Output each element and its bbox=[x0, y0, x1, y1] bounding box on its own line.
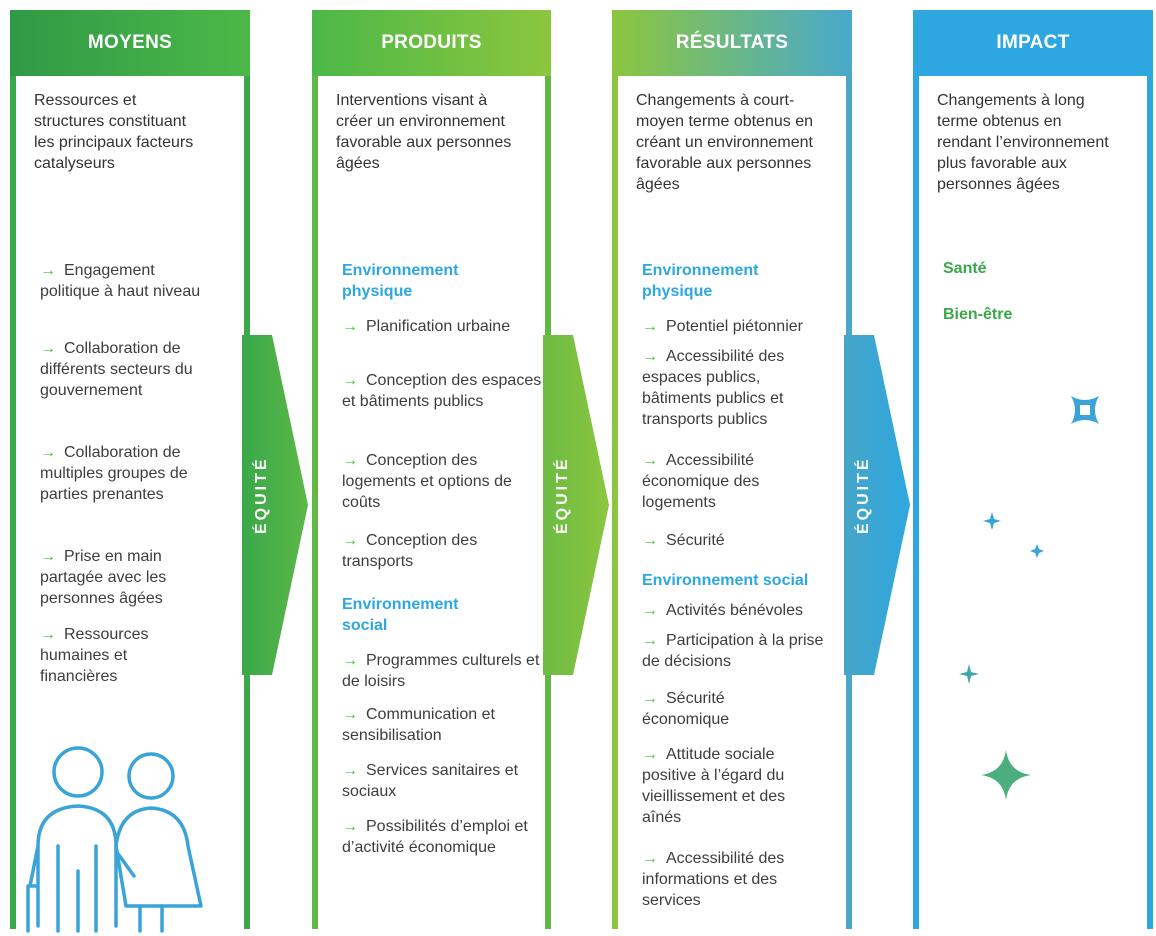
list-item: →Sécurité économique bbox=[642, 690, 730, 728]
column-body-produits: Interventions visant à créer un environn… bbox=[318, 76, 545, 929]
arrow-right-icon: → bbox=[342, 318, 358, 335]
column-impact: IMPACT Changements à long terme obtenus … bbox=[913, 10, 1153, 929]
column-title-produits: PRODUITS bbox=[312, 10, 551, 76]
equity-arrow-2: ÉQUITÉ bbox=[543, 335, 611, 675]
column-moyens: MOYENS Ressources et structures constitu… bbox=[10, 10, 250, 933]
list-item: →Collaboration de différents secteurs du… bbox=[40, 340, 193, 399]
arrow-right-icon: → bbox=[342, 818, 358, 835]
list-item: →Ressources humaines et financières bbox=[40, 626, 149, 685]
arrow-right-icon: → bbox=[40, 262, 56, 279]
sparkle-icon bbox=[959, 664, 979, 684]
column-body-moyens: Ressources et structures constituant les… bbox=[16, 76, 244, 933]
arrow-right-icon: → bbox=[642, 746, 658, 763]
impact-bien-etre: Bien-être bbox=[943, 306, 1013, 323]
column-body-resultats: Changements à court-moyen terme obtenus … bbox=[618, 76, 846, 929]
arrow-right-icon: → bbox=[40, 626, 56, 643]
list-item: →Attitude sociale positive à l’égard du … bbox=[642, 746, 786, 826]
list-item: →Collaboration de multiples groupes de p… bbox=[40, 444, 188, 503]
list-item: →Engagement politique à haut niveau bbox=[40, 262, 201, 300]
list-item: →Accessibilité des espaces publics, bâti… bbox=[642, 348, 785, 428]
arrow-right-icon: → bbox=[642, 602, 658, 619]
list-item: →Sécurité bbox=[642, 532, 725, 549]
arrow-right-icon: → bbox=[40, 548, 56, 565]
description-impact: Changements à long terme obtenus en rend… bbox=[937, 92, 1109, 193]
list-item: →Potentiel piétonnier bbox=[642, 318, 803, 335]
heading-environnement-social: Environnement social bbox=[342, 596, 459, 634]
list-item: →Accessibilité des informations et des s… bbox=[642, 850, 785, 909]
list-item: →Programmes culturels et de loisirs bbox=[342, 652, 540, 690]
sparkle-icon bbox=[983, 512, 1001, 530]
impact-sante: Santé bbox=[943, 260, 987, 277]
arrow-right-icon: → bbox=[40, 444, 56, 461]
column-resultats: RÉSULTATS Changements à court-moyen term… bbox=[612, 10, 852, 929]
arrow-right-icon: → bbox=[342, 532, 358, 549]
list-item: →Services sanitaires et sociaux bbox=[342, 762, 519, 800]
column-title-moyens: MOYENS bbox=[10, 10, 250, 76]
column-title-resultats: RÉSULTATS bbox=[612, 10, 852, 76]
equity-arrow-3: ÉQUITÉ bbox=[844, 335, 912, 675]
arrow-right-icon: → bbox=[642, 850, 658, 867]
list-item: →Communication et sensibilisation bbox=[342, 706, 495, 744]
heading-environnement-physique: Environnement physique bbox=[642, 262, 759, 300]
list-item: →Prise en main partagée avec les personn… bbox=[40, 548, 167, 607]
column-title-impact: IMPACT bbox=[913, 10, 1153, 76]
description-moyens: Ressources et structures constituant les… bbox=[34, 92, 194, 172]
list-item: →Possibilités d’emploi et d’activité éco… bbox=[342, 818, 528, 856]
sparkle-icon bbox=[1069, 394, 1101, 426]
arrow-right-icon: → bbox=[642, 452, 658, 469]
description-produits: Interventions visant à créer un environn… bbox=[336, 92, 512, 172]
list-item: →Conception des logements et options de … bbox=[342, 452, 512, 511]
equity-label-2: ÉQUITÉ bbox=[554, 456, 571, 534]
list-item: →Conception des espaces et bâtiments pub… bbox=[342, 372, 542, 410]
heading-environnement-physique: Environnement physique bbox=[342, 262, 459, 300]
sparkle-icon bbox=[1030, 544, 1044, 558]
elderly-couple-icon bbox=[16, 736, 216, 936]
arrow-right-icon: → bbox=[342, 706, 358, 723]
arrow-right-icon: → bbox=[642, 348, 658, 365]
list-item: →Participation à la prise de décisions bbox=[642, 632, 824, 670]
arrow-right-icon: → bbox=[342, 762, 358, 779]
arrow-right-icon: → bbox=[642, 632, 658, 649]
heading-environnement-social: Environnement social bbox=[642, 572, 809, 589]
list-item: →Planification urbaine bbox=[342, 318, 511, 335]
arrow-right-icon: → bbox=[642, 532, 658, 549]
arrow-right-icon: → bbox=[342, 452, 358, 469]
equity-label-1: ÉQUITÉ bbox=[253, 456, 270, 534]
list-item: →Activités bénévoles bbox=[642, 602, 803, 619]
arrow-right-icon: → bbox=[342, 652, 358, 669]
equity-arrow-1: ÉQUITÉ bbox=[242, 335, 310, 675]
list-item: →Conception des transports bbox=[342, 532, 478, 570]
list-item: →Accessibilité économique des logements bbox=[642, 452, 760, 511]
arrow-right-icon: → bbox=[342, 372, 358, 389]
arrow-right-icon: → bbox=[642, 690, 658, 707]
arrow-right-icon: → bbox=[642, 318, 658, 335]
column-produits: PRODUITS Interventions visant à créer un… bbox=[312, 10, 551, 929]
column-body-impact: Changements à long terme obtenus en rend… bbox=[919, 76, 1147, 929]
description-resultats: Changements à court-moyen terme obtenus … bbox=[636, 92, 813, 193]
equity-label-3: ÉQUITÉ bbox=[855, 456, 872, 534]
sparkle-icon bbox=[981, 750, 1031, 800]
arrow-right-icon: → bbox=[40, 340, 56, 357]
